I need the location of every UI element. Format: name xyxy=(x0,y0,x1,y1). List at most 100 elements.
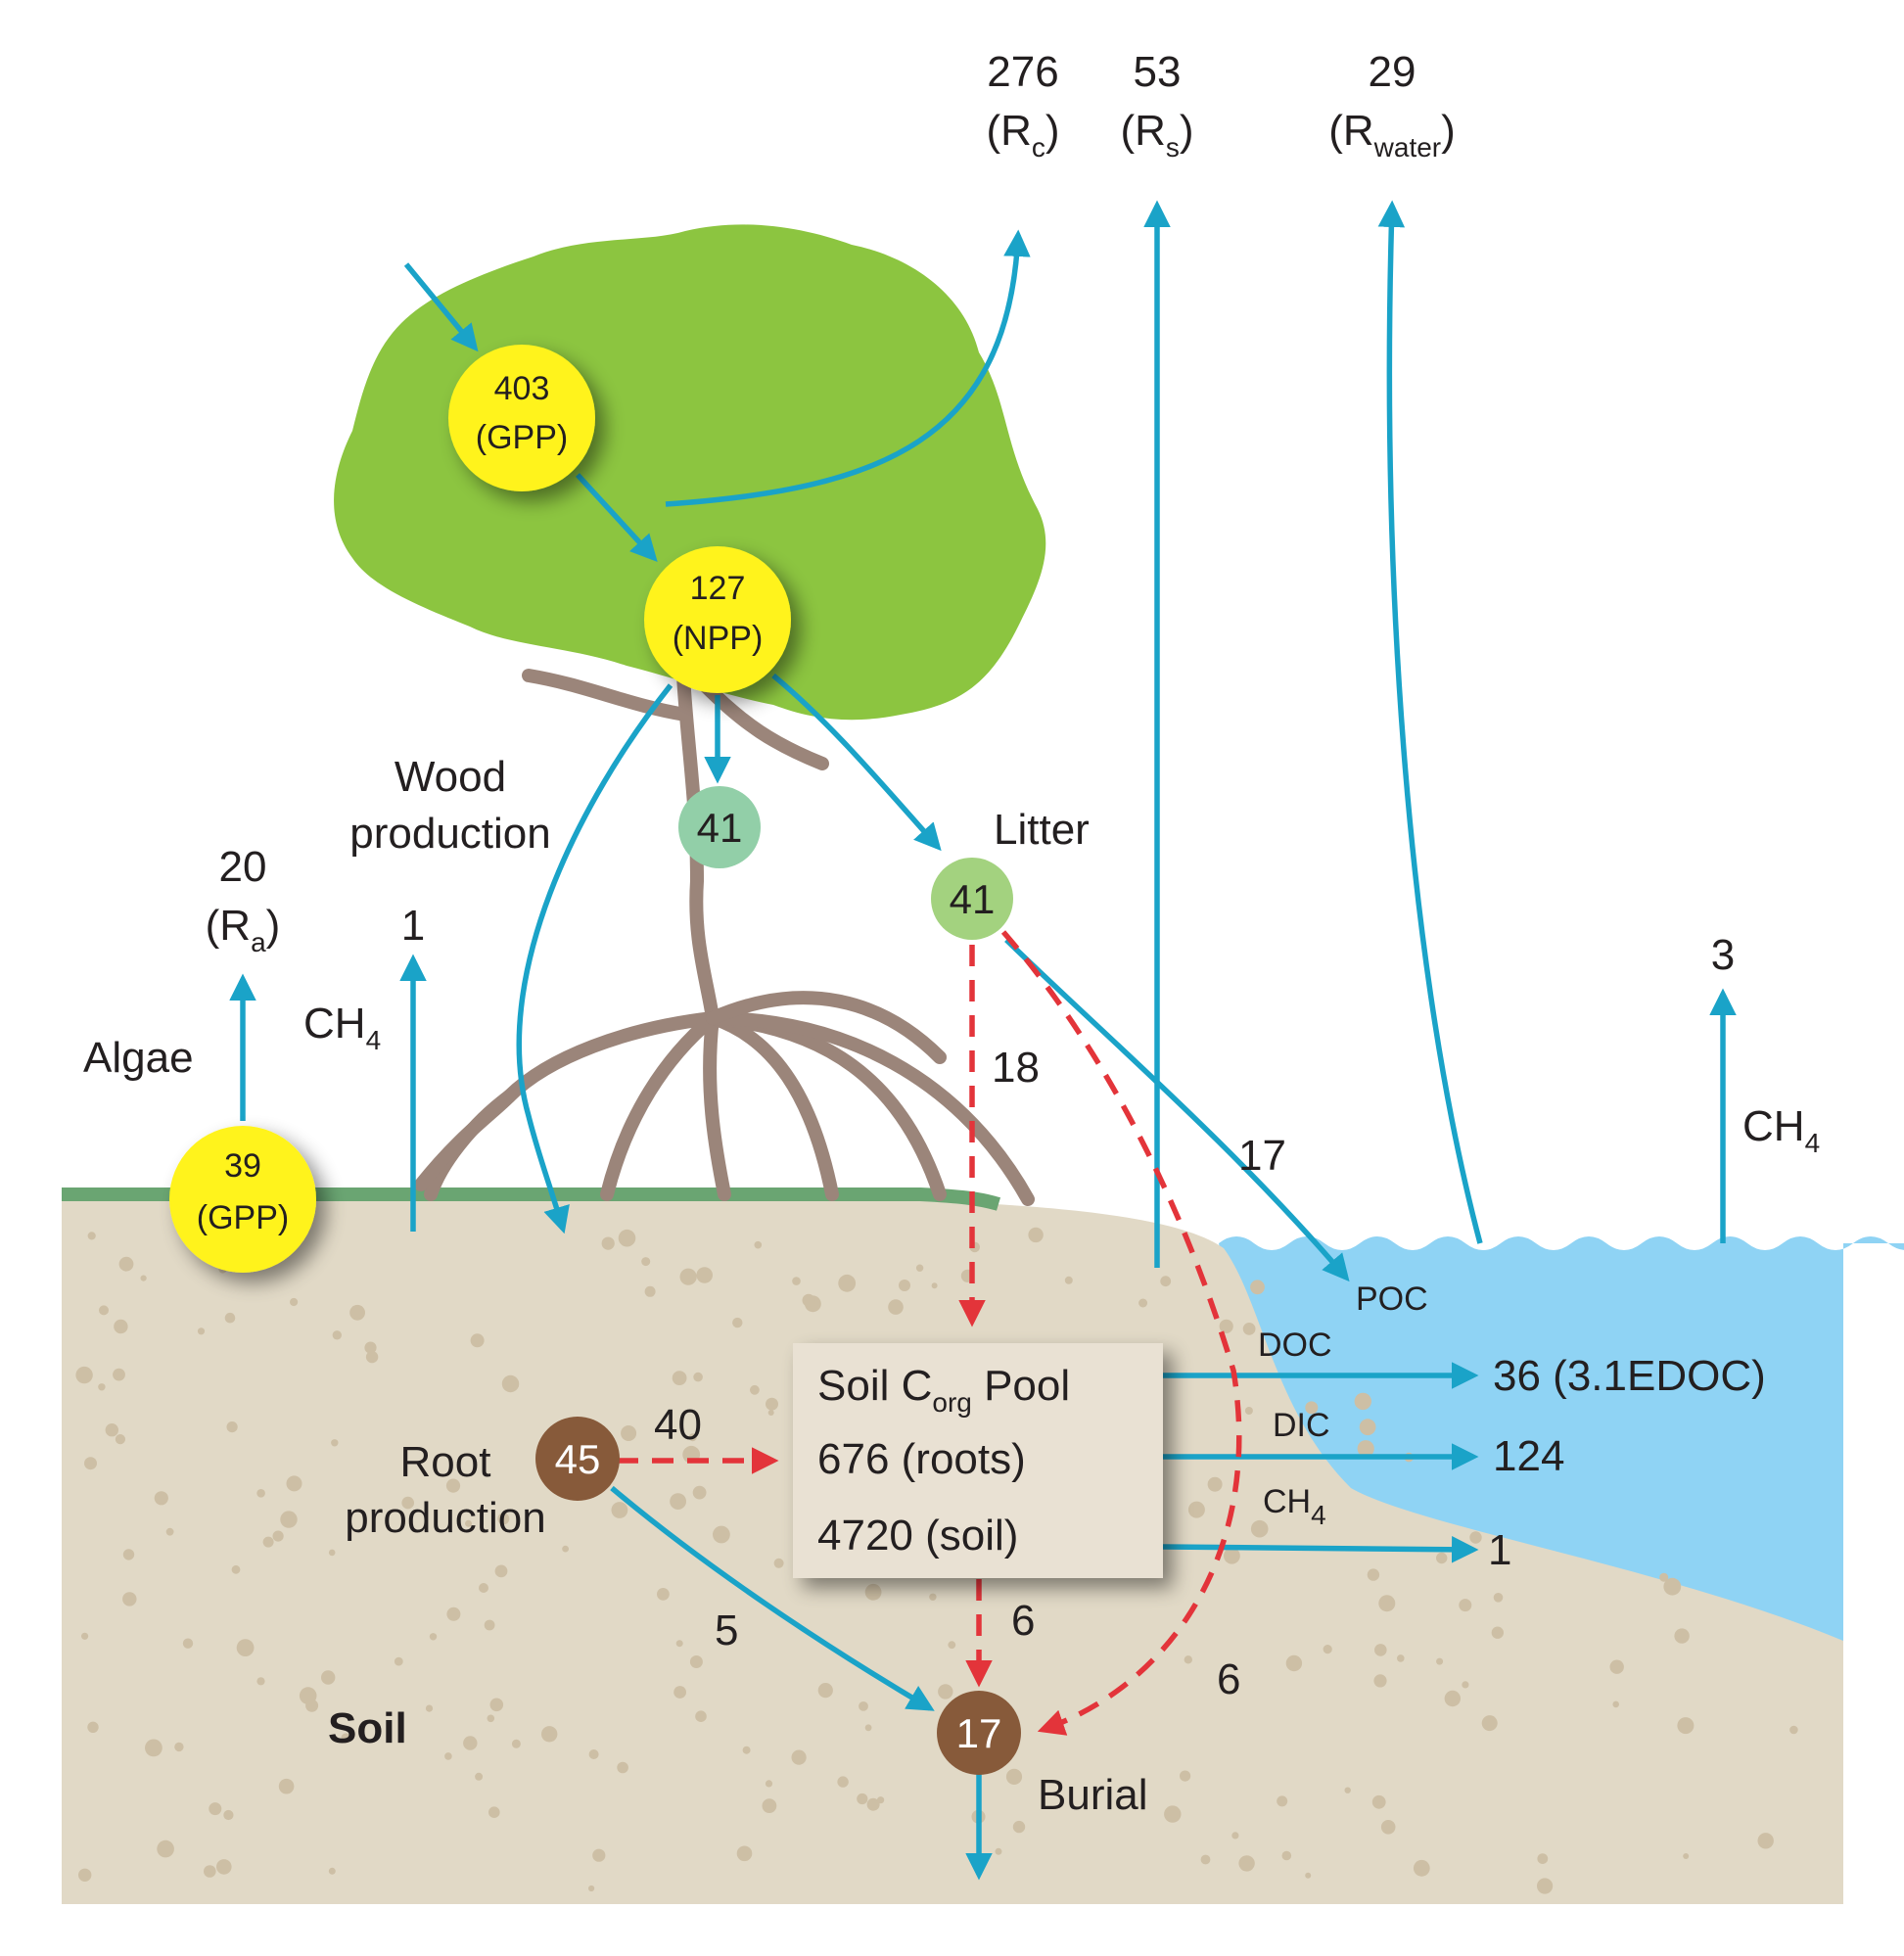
soil-speck xyxy=(118,1256,134,1272)
pool-title-subscript: org xyxy=(932,1387,971,1418)
soil-speck xyxy=(1612,1700,1619,1708)
soil-speck xyxy=(511,1380,520,1389)
soil-speck xyxy=(1359,1419,1376,1436)
soil-speck xyxy=(463,1736,478,1750)
soil-speck xyxy=(693,1372,703,1382)
export-dic-label: DIC xyxy=(1273,1407,1330,1444)
soil-speck xyxy=(915,1264,924,1272)
export-poc-label: POC xyxy=(1356,1281,1428,1318)
rwater-subscript: water xyxy=(1373,132,1441,163)
soil-speck xyxy=(1219,1319,1233,1333)
soil-speck xyxy=(859,1701,868,1711)
soil-speck xyxy=(773,1558,784,1568)
gpp-tree-value: 403 xyxy=(494,370,550,407)
arrow-npp-to-root xyxy=(516,683,673,1234)
soil-speck xyxy=(87,1232,96,1240)
soil-speck xyxy=(713,1525,730,1544)
arrow-water-respiration xyxy=(1377,200,1483,1244)
label-rc: 276 (Rc) xyxy=(986,48,1059,163)
soil-speck xyxy=(479,1583,488,1593)
ra-open: (R xyxy=(206,902,251,950)
soil-speck xyxy=(223,1809,234,1821)
soil-speck xyxy=(1493,1593,1504,1603)
soil-speck xyxy=(601,1236,615,1250)
soil-speck xyxy=(1285,1654,1303,1672)
soil-speck xyxy=(81,1632,89,1640)
soil-speck xyxy=(1537,1878,1554,1894)
soil-speck xyxy=(688,1433,697,1442)
soil-speck xyxy=(115,1434,125,1445)
soil-speck xyxy=(742,1746,751,1754)
svg-text:(Rs): (Rs) xyxy=(1120,107,1193,163)
label-rwater: 29 (Rwater) xyxy=(1328,48,1456,163)
soil-speck xyxy=(688,1274,697,1282)
soil-speck xyxy=(78,1868,92,1883)
soil-speck xyxy=(641,1257,651,1267)
soil-speck xyxy=(1323,1645,1332,1654)
soil-speck xyxy=(592,1848,606,1862)
soil-speck xyxy=(256,1489,265,1498)
soil-speck xyxy=(1187,1501,1205,1518)
arrow-ch4-export xyxy=(1162,1536,1479,1563)
soil-speck xyxy=(1305,1401,1319,1415)
soil-specks xyxy=(75,1227,1798,1894)
soil-speck xyxy=(736,1845,753,1862)
soil-speck xyxy=(802,1293,815,1307)
flow-root-to-burial: 5 xyxy=(715,1607,738,1654)
soil-speck xyxy=(256,1677,265,1686)
rwater-open: (R xyxy=(1328,107,1373,155)
soil-speck xyxy=(321,1670,336,1685)
soil-speck xyxy=(105,1423,119,1437)
soil-speck xyxy=(197,1327,206,1335)
node-wood: 41 xyxy=(678,786,761,868)
soil-speck xyxy=(1609,1659,1624,1674)
ch4-soil-value: 1 xyxy=(401,902,425,950)
soil-speck xyxy=(1357,1440,1374,1458)
soil-speck xyxy=(226,1421,238,1433)
ch4-soil-subscript: 4 xyxy=(366,1025,382,1055)
npp-value: 127 xyxy=(690,570,746,607)
burial-value: 17 xyxy=(956,1710,1002,1756)
soil-speck xyxy=(84,1457,97,1470)
soil-speck xyxy=(216,1859,232,1875)
soil-speck xyxy=(1491,1626,1505,1639)
pool-title-suffix: Pool xyxy=(972,1362,1070,1410)
soil-speck xyxy=(621,1425,637,1441)
arrow-root-to-burial xyxy=(610,1485,935,1711)
export-ch4-subscript: 4 xyxy=(1311,1500,1326,1530)
soil-speck xyxy=(299,1687,317,1704)
soil-speck xyxy=(328,1867,336,1875)
soil-speck xyxy=(837,1776,849,1788)
soil-speck xyxy=(145,1739,163,1757)
flow-root-to-pool: 40 xyxy=(654,1401,702,1449)
soil-speck xyxy=(541,1726,558,1743)
soil-speck xyxy=(1224,1547,1240,1564)
soil-speck xyxy=(877,1796,885,1804)
svg-text:CH4: CH4 xyxy=(1263,1483,1326,1530)
soil-speck xyxy=(899,1280,910,1291)
svg-text:(Ra): (Ra) xyxy=(206,902,281,957)
node-gpp-algae: 39 (GPP) xyxy=(169,1126,316,1273)
soil-speck xyxy=(349,1304,365,1321)
node-burial: 17 xyxy=(937,1691,1021,1775)
soil-speck xyxy=(1659,1572,1669,1582)
soil-speck xyxy=(444,1752,452,1760)
label-ch4-water: 3 CH4 xyxy=(1711,931,1820,1158)
flow-litter-to-pool: 18 xyxy=(992,1044,1040,1092)
soil-speck xyxy=(929,1593,937,1602)
flow-litter-to-water: 17 xyxy=(1238,1132,1286,1180)
soil-speck xyxy=(262,1536,274,1548)
soil-speck xyxy=(838,1274,857,1292)
soil-speck xyxy=(1012,1820,1026,1834)
soil-speck xyxy=(689,1655,703,1668)
soil-speck xyxy=(331,1439,339,1447)
soil-speck xyxy=(750,1384,760,1395)
soil-speck xyxy=(617,1761,628,1774)
rs-close: ) xyxy=(1180,107,1194,155)
soil-speck xyxy=(817,1683,833,1699)
soil-speck xyxy=(1413,1859,1430,1877)
node-gpp-tree: 403 (GPP) xyxy=(448,345,595,491)
soil-speck xyxy=(1250,1280,1265,1295)
label-ra: 20 (Ra) xyxy=(206,843,281,957)
soil-speck xyxy=(1378,1595,1396,1612)
